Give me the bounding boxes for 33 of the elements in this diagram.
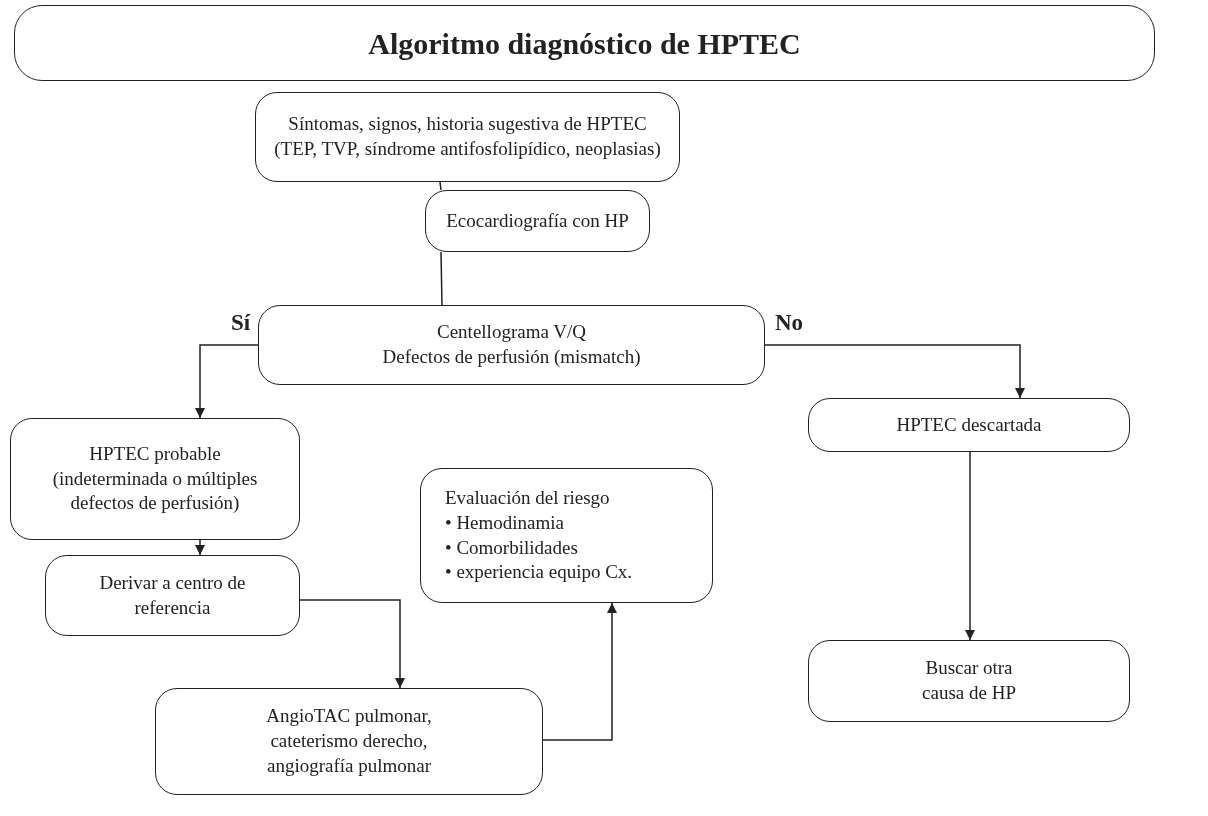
arrow	[195, 344, 259, 419]
node-text: Derivar a centro de referencia	[98, 570, 247, 620]
arrow	[299, 599, 405, 689]
node-text: Centellograma V/Q	[437, 320, 586, 345]
arrow	[542, 602, 617, 741]
list-item: • Comorbilidades	[445, 535, 578, 560]
title-box	[14, 5, 1155, 81]
process-box	[808, 640, 1130, 722]
node-text: Evaluación del riesgo	[445, 486, 610, 511]
process-box	[255, 92, 680, 182]
node-text: Ecocardiografía con HP	[446, 208, 629, 233]
list-item: • experiencia equipo Cx.	[445, 560, 633, 585]
list-item: • Hemodinamia	[445, 510, 565, 535]
node-text: HPTEC descartada	[896, 412, 1042, 437]
arrow	[764, 344, 1025, 399]
arrow	[965, 451, 975, 641]
heading-text: Algoritmo diagnóstico de HPTEC	[368, 25, 801, 62]
node-text: Buscar otra causa de HP	[921, 656, 1017, 705]
process-box	[155, 688, 543, 795]
node-text: (indeterminada o múltiples defectos de perfusión)	[51, 466, 259, 516]
arrow	[195, 539, 205, 556]
process-box	[258, 305, 765, 385]
process-box	[10, 418, 300, 540]
node-text: HPTEC probable	[89, 441, 221, 466]
connector-line	[439, 181, 442, 191]
node-text: Síntomas, signos, historia sugestiva de HPTEC (TEP, TVP, síndrome antifosfolipídico, neoplasias)	[273, 112, 662, 161]
process-box	[425, 190, 650, 252]
node-text: Defectos de perfusión (mismatch)	[382, 345, 641, 369]
connector-line	[440, 251, 443, 306]
list-box	[420, 468, 713, 603]
process-box	[45, 555, 300, 636]
process-box	[808, 398, 1130, 452]
node-text: AngioTAC pulmonar, cateterismo derecho, angiografía pulmonar	[265, 704, 433, 778]
